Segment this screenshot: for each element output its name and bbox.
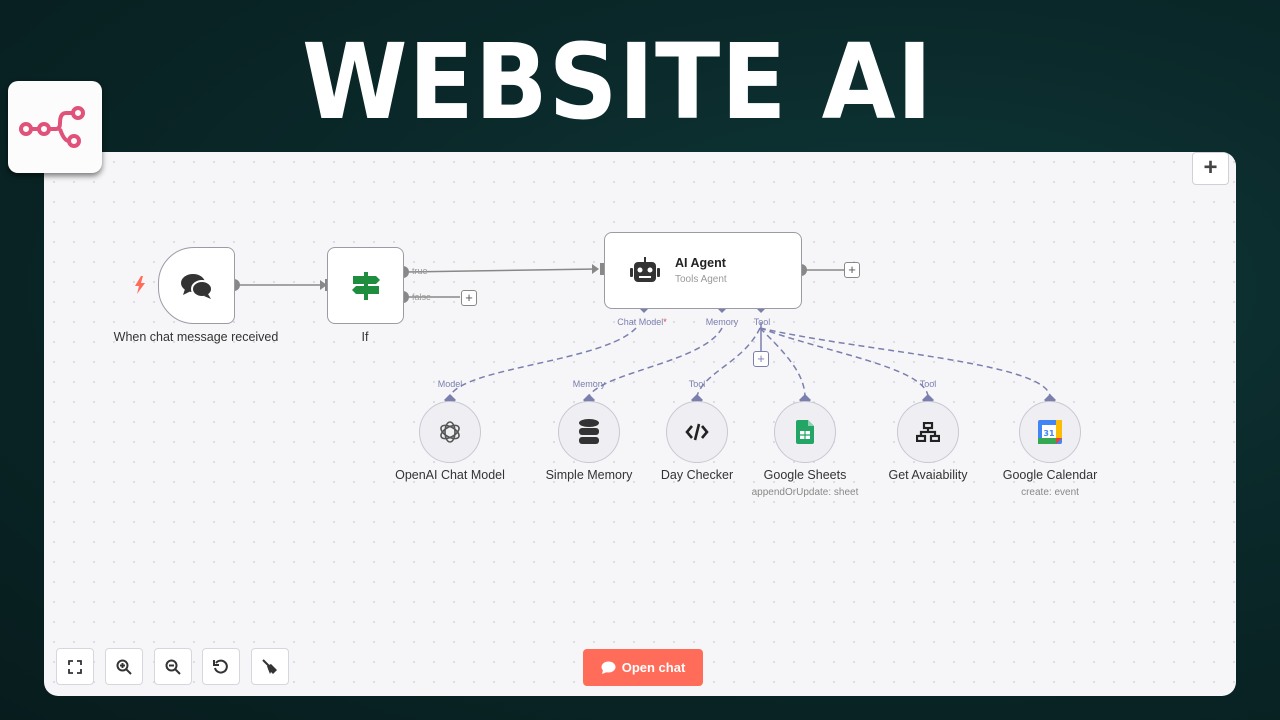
zoom-out-icon [165, 659, 181, 675]
svg-text:31: 31 [1043, 429, 1055, 438]
simple-memory-label: Simple Memory [545, 468, 633, 482]
ai-agent-node[interactable]: AI Agent Tools Agent [604, 232, 802, 309]
sub-port-label: Tool [919, 379, 937, 389]
port-label-memory: Memory [705, 317, 739, 327]
trigger-node-label: When chat message received [113, 330, 279, 344]
zoom-in-icon [116, 659, 132, 675]
simple-memory-node[interactable] [558, 401, 620, 463]
google-calendar-operation: create: event [1021, 487, 1079, 498]
sub-port-label: Model [437, 379, 463, 389]
network-icon [916, 422, 940, 442]
lightning-icon [135, 276, 145, 294]
code-icon [685, 423, 709, 441]
port-label-tool: Tool [753, 317, 771, 327]
get-availability-node[interactable] [897, 401, 959, 463]
sub-port-label: Memory [572, 379, 606, 389]
tidy-up-button[interactable] [251, 648, 289, 685]
if-false-label: false [412, 292, 432, 302]
reset-zoom-button[interactable] [202, 648, 240, 685]
workflow-canvas[interactable]: + When chat message received If true fal… [44, 152, 1236, 696]
fit-view-icon [68, 659, 82, 674]
edge-tool-avail [759, 327, 929, 397]
edge-arrow [592, 264, 599, 274]
n8n-logo [8, 81, 102, 173]
fit-view-button[interactable] [56, 648, 94, 685]
if-node-label: If [361, 330, 369, 344]
google-sheets-icon [796, 420, 814, 444]
broom-icon [262, 658, 277, 674]
google-calendar-node[interactable]: 31 [1019, 401, 1081, 463]
zoom-in-button[interactable] [105, 648, 143, 685]
if-true-label: true [412, 266, 428, 276]
n8n-logo-icon [19, 106, 85, 148]
google-calendar-label: Google Calendar [1002, 468, 1098, 482]
google-sheets-operation: appendOrUpdate: sheet [751, 487, 859, 498]
openai-icon [440, 421, 460, 443]
sub-port-label: Tool [688, 379, 706, 389]
edge-memory [588, 327, 723, 397]
edge-arrow [320, 280, 327, 290]
ai-agent-subtitle: Tools Agent [675, 274, 727, 285]
trigger-node[interactable] [158, 247, 235, 324]
day-checker-label: Day Checker [660, 468, 734, 482]
edge-if-agent [405, 268, 598, 273]
database-icon [579, 419, 599, 444]
google-sheets-label: Google Sheets [763, 468, 847, 482]
day-checker-node[interactable] [666, 401, 728, 463]
port-label-chat-model: Chat Model* [617, 317, 667, 327]
open-chat-label: Open chat [621, 660, 686, 675]
openai-chat-model-node[interactable] [419, 401, 481, 463]
zoom-out-button[interactable] [154, 648, 192, 685]
get-availability-label: Get Avaiability [888, 468, 968, 482]
reset-icon [213, 659, 228, 674]
chat-bubble-icon [601, 661, 616, 674]
google-calendar-icon: 31 [1038, 420, 1062, 444]
ai-agent-title: AI Agent [675, 256, 726, 270]
open-chat-button[interactable]: Open chat [583, 649, 703, 686]
signpost-icon [351, 271, 380, 300]
edge-tool-day [696, 327, 761, 397]
agent-output-add-button[interactable]: + [844, 262, 860, 278]
add-node-button[interactable]: + [1192, 152, 1229, 185]
agent-input-port [600, 263, 605, 275]
if-false-add-button[interactable]: + [461, 290, 477, 306]
google-sheets-node[interactable] [774, 401, 836, 463]
edge-tool-calendar [759, 327, 1051, 397]
tool-add-button[interactable]: + [753, 351, 769, 367]
openai-chat-model-label: OpenAI Chat Model [395, 468, 505, 482]
robot-icon [630, 256, 660, 282]
chat-bubbles-icon [180, 273, 213, 299]
if-node[interactable] [327, 247, 404, 324]
